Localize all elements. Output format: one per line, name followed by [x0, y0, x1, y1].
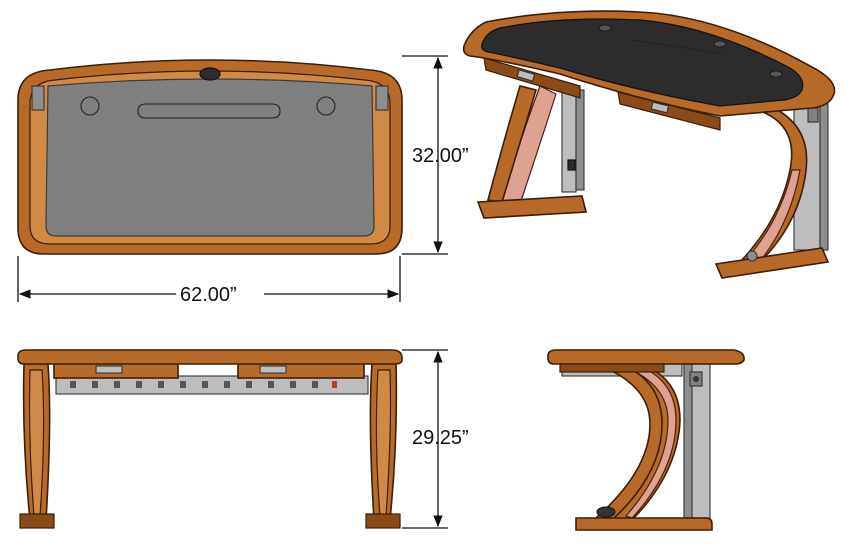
depth-label: 32.00”	[412, 145, 469, 167]
height-label: 29.25”	[412, 427, 469, 449]
side-view	[547, 349, 745, 531]
cable-port-left-icon	[80, 96, 100, 116]
grommet-icon	[199, 67, 221, 81]
width-dimension: 62.00”	[17, 256, 401, 306]
cable-port-right-icon	[316, 96, 336, 116]
leg-grommet-icon	[746, 250, 758, 262]
foot-grommet-icon	[596, 506, 616, 518]
width-label: 62.00”	[180, 284, 237, 306]
isometric-view	[462, 10, 836, 279]
cable-slot	[137, 103, 281, 119]
height-dimension: 29.25”	[402, 349, 469, 529]
top-view	[17, 59, 403, 255]
front-view	[17, 349, 403, 529]
depth-dimension: 32.00”	[402, 55, 469, 255]
